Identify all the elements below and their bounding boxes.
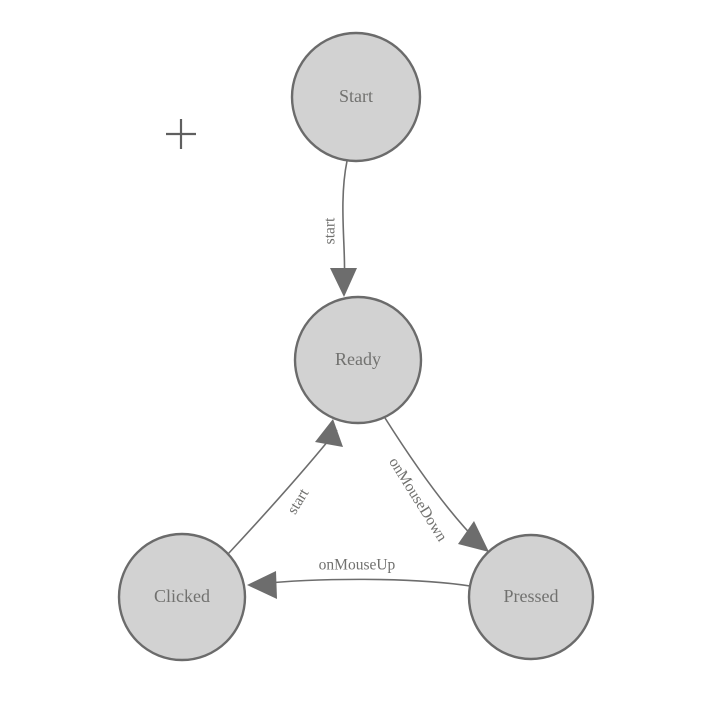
node-label: Pressed — [504, 586, 559, 606]
arrow-head-icon — [330, 268, 357, 297]
markers-layer — [166, 119, 196, 149]
arrow-head-icon — [247, 571, 277, 599]
edge-line — [257, 578, 471, 587]
edge-ready-to-pressed[interactable]: onMouseDown — [384, 417, 489, 552]
edge-label: start — [322, 217, 339, 244]
state-node-clicked[interactable]: Clicked — [117, 532, 247, 662]
node-label: Clicked — [154, 586, 210, 606]
arrow-head-icon — [458, 521, 489, 552]
node-circle[interactable] — [467, 533, 595, 661]
state-node-start[interactable]: Start — [290, 31, 422, 163]
edge-label: start — [284, 485, 313, 517]
edge-pressed-to-clicked[interactable]: onMouseUp — [247, 557, 471, 599]
node-label: Ready — [335, 349, 381, 369]
node-label: Start — [339, 86, 373, 106]
edge-start-to-ready[interactable]: start — [322, 160, 357, 297]
node-circle[interactable] — [290, 31, 422, 163]
edge-label: onMouseUp — [319, 557, 396, 574]
node-circle[interactable] — [293, 295, 423, 425]
edge-line — [227, 429, 338, 555]
node-circle[interactable] — [117, 532, 247, 662]
state-node-ready[interactable]: Ready — [293, 295, 423, 425]
edge-clicked-to-ready[interactable]: start — [227, 419, 343, 555]
state-node-pressed[interactable]: Pressed — [467, 533, 595, 661]
arrow-head-icon — [315, 419, 343, 447]
edge-line — [342, 160, 348, 287]
crosshair-marker[interactable] — [166, 119, 196, 149]
